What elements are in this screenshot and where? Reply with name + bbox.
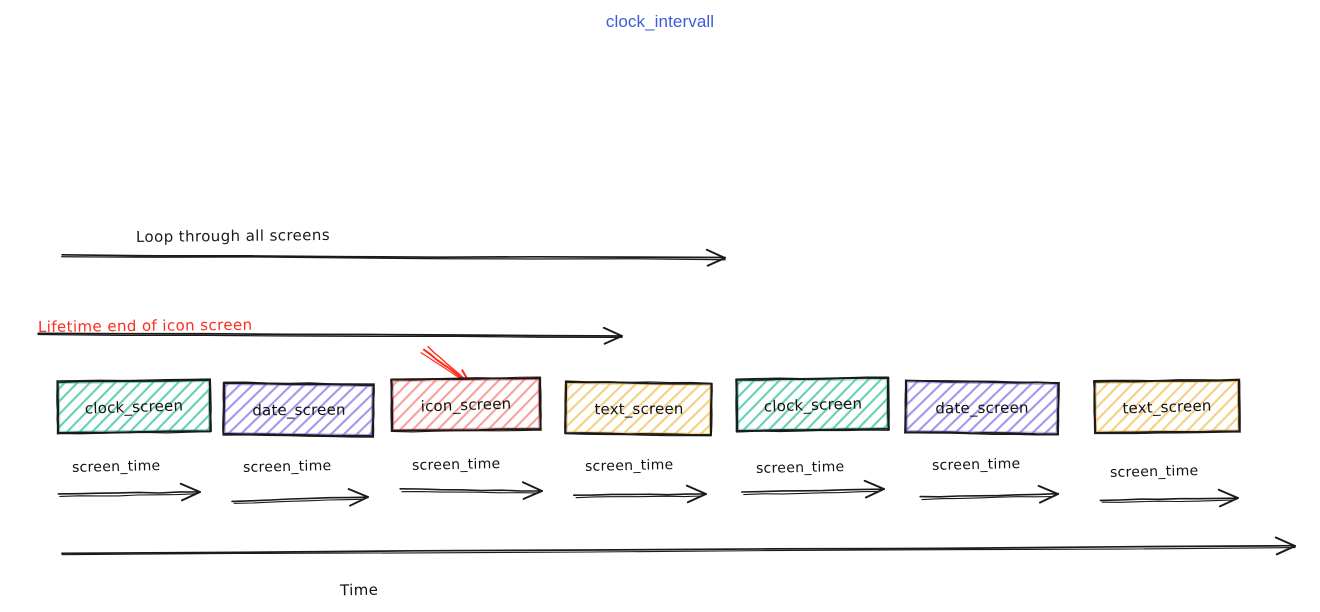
- screen-time-label: screen_time: [242, 458, 332, 476]
- screen-box: [222, 381, 375, 438]
- screen-time-label: screen_time: [411, 456, 501, 474]
- screen-box: [564, 380, 713, 437]
- screen-time-label: screen_time: [755, 459, 845, 477]
- screen-time-label: screen_time: [1109, 463, 1199, 481]
- screen-time-label: screen_time: [584, 457, 674, 475]
- screen-box: [1092, 378, 1241, 435]
- screen-time-label: screen_time: [931, 456, 1021, 474]
- arrow-label-loop-through-all-screens: Loop through all screens: [135, 225, 331, 246]
- time-axis-label: Time: [339, 580, 379, 600]
- screen-time-label: screen_time: [71, 458, 161, 476]
- screen-box: [735, 376, 890, 433]
- arrow-label-lifetime-end-of-icon-screen: Lifetime end of icon screen: [37, 315, 253, 336]
- screen-box: [390, 376, 542, 433]
- screen-box: [904, 379, 1060, 436]
- page-title: clock_intervall: [605, 12, 715, 31]
- screen-box: [56, 378, 212, 435]
